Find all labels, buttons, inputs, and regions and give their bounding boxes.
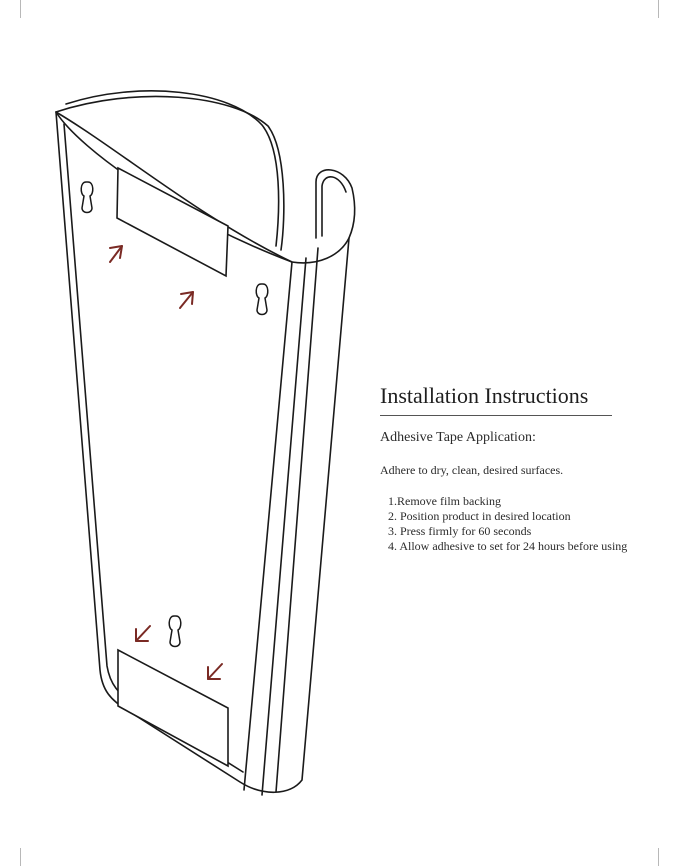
steps-list: 1.Remove film backing 2. Position produc… [380, 494, 628, 554]
front-lip-inner [321, 176, 347, 237]
keyhole-icon [168, 615, 182, 648]
arrow-icon [179, 291, 194, 309]
instructions-title: Installation Instructions [380, 383, 589, 408]
list-item: 2. Position product in desired location [388, 509, 571, 523]
back-panel-edge [55, 95, 285, 251]
list-item: 3. Press firmly for 60 seconds [388, 524, 532, 538]
title-divider [380, 415, 612, 416]
keyhole-icon [80, 181, 94, 214]
arrow-icon [109, 245, 123, 263]
list-item: 4. Allow adhesive to set for 24 hours be… [388, 539, 628, 553]
instructions-subtitle: Adhesive Tape Application: [380, 430, 536, 445]
crop-mark-bottom-left [20, 848, 21, 866]
side-face-mid [261, 257, 307, 796]
adhesive-tape-top [116, 166, 229, 278]
crop-mark-top-left [20, 0, 21, 18]
arrow-icon [207, 663, 223, 680]
arrow-icon [135, 625, 151, 642]
keyhole-icon [255, 283, 269, 316]
instructions-intro: Adhere to dry, clean, desired surfaces. [380, 463, 564, 477]
list-item: 1.Remove film backing [388, 494, 501, 508]
instructions-panel: Installation Instructions Adhesive Tape … [380, 382, 628, 554]
side-face-right [275, 247, 319, 793]
back-panel [65, 90, 280, 247]
front-lip [315, 169, 356, 239]
crop-mark-top-right [658, 0, 659, 18]
crop-mark-bottom-right [658, 848, 659, 866]
adhesive-tape-bottom [117, 648, 229, 768]
side-face-left [243, 261, 293, 791]
